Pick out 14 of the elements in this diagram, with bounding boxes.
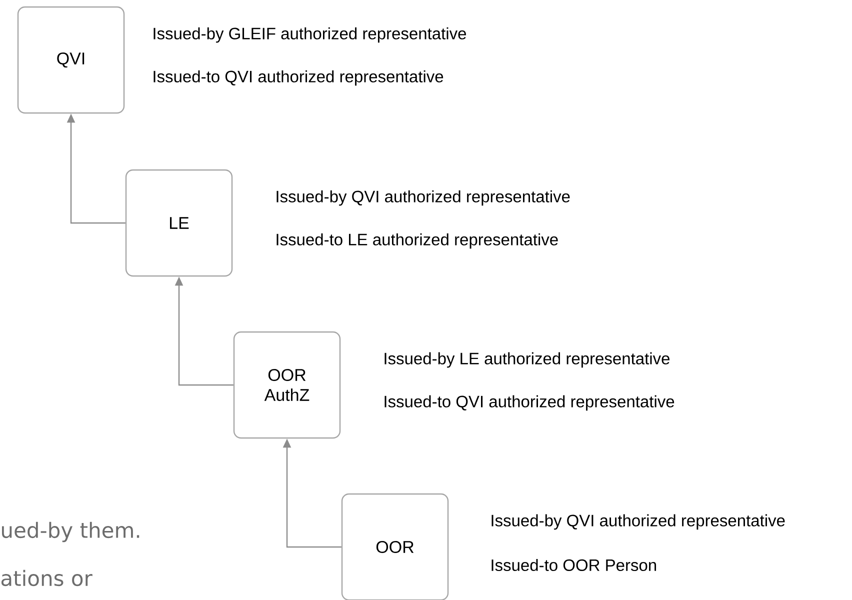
beside-text: Issued-to OOR Person bbox=[492, 558, 656, 572]
beside-text: Issued-by GLEIF authorized representative bbox=[154, 27, 466, 43]
beside-text: Issued-to LE authorized representative bbox=[276, 233, 558, 249]
body-text: ued-by them. bbox=[2, 522, 140, 542]
process-box: OOR AuthZ bbox=[233, 331, 341, 439]
process-box: OOR bbox=[341, 493, 449, 600]
body-text: ations or bbox=[1, 570, 92, 586]
process-box: LE bbox=[125, 169, 233, 277]
beside-text: Issued-by QVI authorized representative bbox=[492, 514, 785, 530]
beside-text: Issued-to QVI authorized representative bbox=[384, 395, 674, 411]
beside-text: Issued-by LE authorized representative bbox=[384, 352, 670, 368]
beside-text: Issued-to QVI authorized representative bbox=[154, 70, 444, 86]
beside-text: Issued-by QVI authorized representative bbox=[276, 190, 570, 206]
process-box: QVI bbox=[17, 6, 125, 114]
